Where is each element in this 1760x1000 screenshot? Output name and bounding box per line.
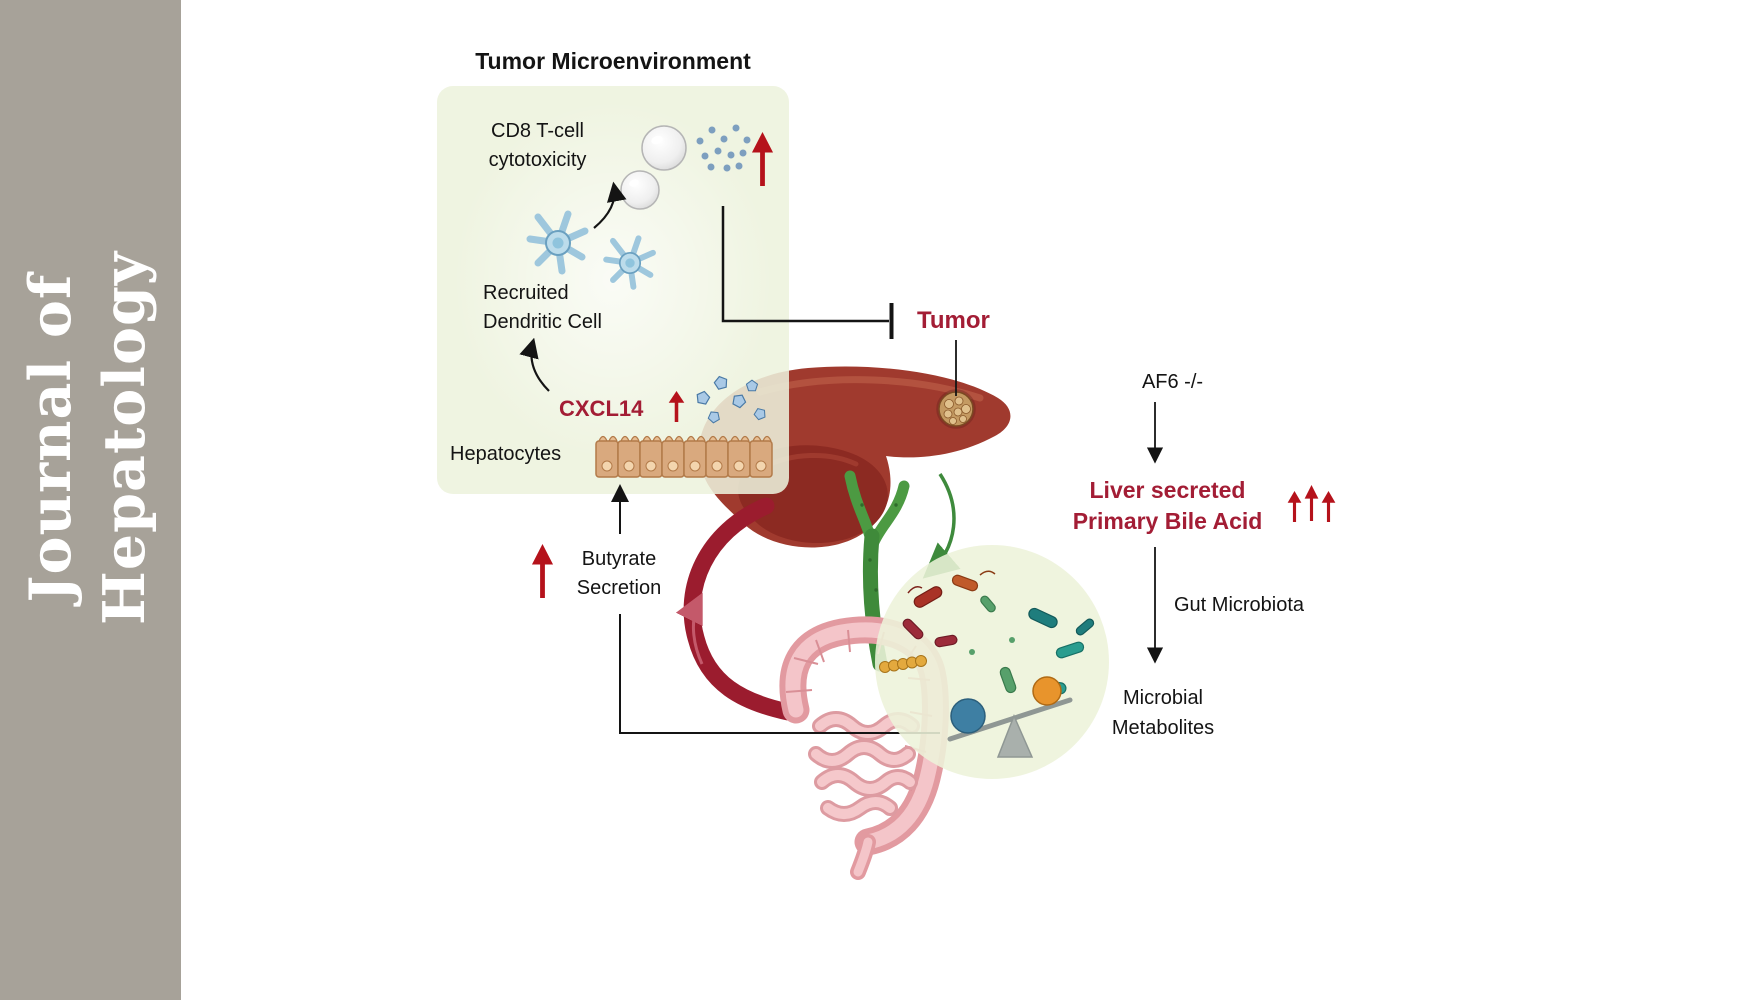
orange-metabolite-ball — [1032, 676, 1062, 706]
hepatocytes-label: Hepatocytes — [450, 443, 562, 465]
butyrate-increase-arrow — [531, 544, 554, 598]
cd8-tcell-icons — [620, 124, 751, 210]
cxcl14-label: CXCL14 — [559, 396, 644, 421]
butyrate-secretion-label: Butyrate Secretion — [576, 548, 662, 599]
cxcl14-to-dc-arrow — [519, 337, 550, 392]
primary-bile-acid-label: Liver secreted Primary Bile Acid — [1072, 477, 1263, 534]
segmented-bacterium-icon — [879, 655, 927, 673]
dendritic-cell-icons — [526, 210, 656, 290]
metabolite-balance-scale — [947, 676, 1073, 758]
microbial-metabolites-label: Microbial Metabolites — [1111, 687, 1215, 739]
metabolite-to-butyrate-connector — [619, 614, 940, 734]
journal-title-line2: Hepatology — [91, 251, 158, 625]
microbiota-circle — [875, 545, 1109, 779]
tumor-inhibition-line — [721, 206, 957, 396]
cd8-tcell-label: CD8 T-cell cytotoxicity — [488, 120, 587, 171]
journal-sidebar: Journal of Hepatology — [0, 0, 181, 1000]
tumor-nodule — [936, 389, 976, 429]
journal-title: Journal of Hepatology — [14, 98, 162, 778]
hepatic-vessel-red — [683, 497, 797, 721]
bileacid-increase-arrow-3 — [1321, 491, 1336, 522]
journal-title-line1: Journal of — [17, 273, 84, 603]
red-flow-arrow — [675, 592, 704, 665]
bileacid-increase-arrow-2 — [1304, 485, 1319, 521]
tumor-label: Tumor — [917, 307, 990, 334]
hepatocyte-strip — [595, 435, 773, 478]
dc-to-cd8-arrow — [593, 181, 627, 229]
tme-title: Tumor Microenvironment — [475, 48, 751, 74]
af6-knockout-label: AF6 -/- — [1141, 371, 1204, 393]
bileacid-increase-arrow-1 — [1287, 491, 1302, 522]
blue-metabolite-ball — [950, 698, 986, 734]
dendritic-cell-label: Recruited Dendritic Cell — [483, 282, 602, 333]
cytotoxic-granule-dots — [696, 124, 751, 172]
gut-microbiota-label: Gut Microbiota — [1174, 594, 1305, 616]
